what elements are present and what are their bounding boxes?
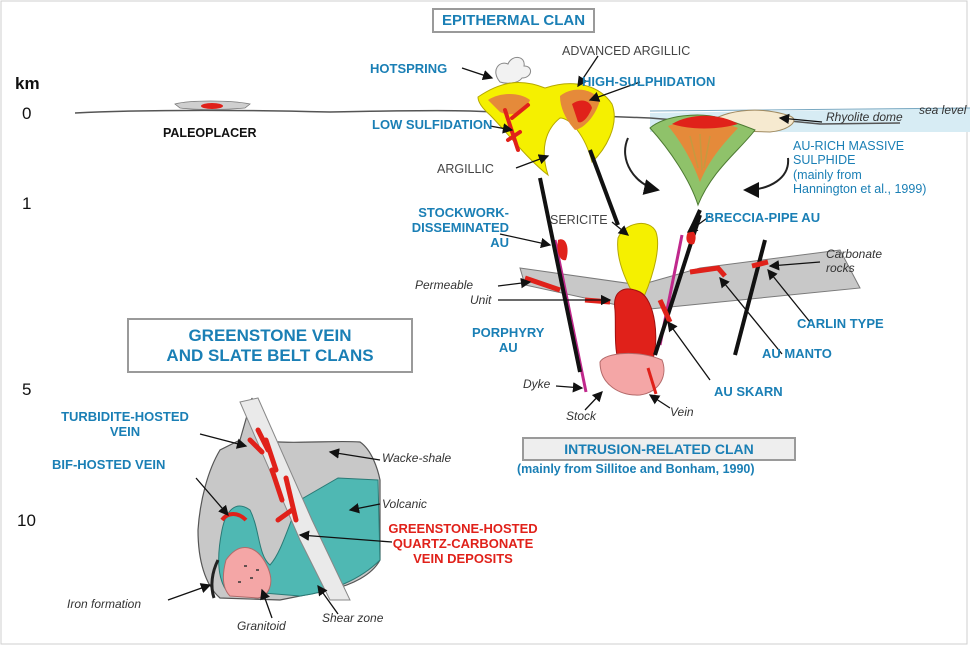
leader-dyke bbox=[556, 386, 582, 388]
label-paleoplacer: PALEOPLACER bbox=[163, 126, 257, 140]
epithermal-clan-title: EPITHERMAL CLAN bbox=[432, 8, 595, 33]
label-low-sulfidation: LOW SULFIDATION bbox=[372, 118, 492, 133]
leader-skarn bbox=[668, 322, 710, 380]
intrusion-clan-title: INTRUSION-RELATED CLAN bbox=[522, 437, 796, 461]
label-unit: Unit bbox=[470, 294, 491, 308]
carbonate-line-1: Carbonate bbox=[826, 248, 882, 262]
turbidite-line-1: TURBIDITE-HOSTED bbox=[52, 410, 198, 425]
greenstone-hosted-line-3: VEIN DEPOSITS bbox=[383, 552, 543, 567]
label-bif-hosted-vein: BIF-HOSTED VEIN bbox=[52, 458, 165, 473]
leader-stock bbox=[585, 392, 602, 410]
leader-vein bbox=[650, 395, 670, 408]
label-sericite: SERICITE bbox=[550, 213, 608, 227]
label-carlin-type: CARLIN TYPE bbox=[797, 317, 884, 332]
leader-iron-formation bbox=[168, 585, 210, 600]
vms-source-line-2: Hannington et al., 1999) bbox=[793, 182, 926, 196]
vms-arrow-left bbox=[625, 138, 658, 190]
breccia-pipe-ore bbox=[686, 231, 695, 244]
depth-tick-0: 0 bbox=[22, 104, 31, 124]
carbonate-line-2: rocks bbox=[826, 262, 882, 276]
label-rhyolite-dome: Rhyolite dome bbox=[826, 111, 903, 125]
label-argillic: ARGILLIC bbox=[437, 162, 494, 176]
label-hotspring: HOTSPRING bbox=[370, 62, 447, 77]
carbonate-rocks bbox=[520, 250, 860, 310]
depth-tick-1: 1 bbox=[22, 194, 31, 214]
stockwork-line-2: DISSEMINATED bbox=[405, 221, 509, 236]
depth-tick-10: 10 bbox=[17, 511, 36, 531]
vms-line-1: AU-RICH MASSIVE bbox=[793, 139, 926, 153]
label-volcanic: Volcanic bbox=[382, 498, 427, 512]
intrusion-source-citation: (mainly from Sillitoe and Bonham, 1990) bbox=[517, 462, 755, 476]
vms-arrow-right bbox=[745, 158, 788, 190]
greenstone-title-line-1: GREENSTONE VEIN bbox=[129, 326, 411, 346]
hotspring-steam bbox=[496, 57, 531, 83]
label-stock: Stock bbox=[566, 410, 596, 424]
label-advanced-argillic: ADVANCED ARGILLIC bbox=[562, 44, 690, 58]
turbidite-line-2: VEIN bbox=[52, 425, 198, 440]
label-shear-zone: Shear zone bbox=[322, 612, 383, 626]
depth-unit: km bbox=[15, 74, 40, 94]
porphyry-line-2: AU bbox=[472, 341, 544, 356]
label-au-rich-massive-sulphide: AU-RICH MASSIVE SULPHIDE (mainly from Ha… bbox=[793, 139, 926, 197]
vms-source-line-1: (mainly from bbox=[793, 168, 926, 182]
label-iron-formation: Iron formation bbox=[67, 598, 141, 612]
label-granitoid: Granitoid bbox=[237, 620, 286, 634]
label-high-sulphidation: HIGH-SULPHIDATION bbox=[582, 75, 715, 90]
greenstone-title-line-2: AND SLATE BELT CLANS bbox=[129, 346, 411, 366]
label-turbidite-hosted-vein: TURBIDITE-HOSTED VEIN bbox=[52, 410, 198, 440]
greenstone-hosted-line-1: GREENSTONE-HOSTED bbox=[383, 522, 543, 537]
label-vein: Vein bbox=[670, 406, 694, 420]
label-breccia-pipe: BRECCIA-PIPE AU bbox=[705, 211, 820, 226]
label-au-skarn: AU SKARN bbox=[714, 385, 783, 400]
label-porphyry: PORPHYRY AU bbox=[472, 326, 544, 356]
stockwork-line-1: STOCKWORK- bbox=[405, 206, 509, 221]
greenstone-clan-title: GREENSTONE VEIN AND SLATE BELT CLANS bbox=[127, 318, 413, 373]
label-stockwork-disseminated: STOCKWORK- DISSEMINATED AU bbox=[405, 206, 509, 251]
label-greenstone-hosted-deposits: GREENSTONE-HOSTED QUARTZ-CARBONATE VEIN … bbox=[383, 522, 543, 567]
stockwork-line-3: AU bbox=[405, 236, 509, 251]
label-permeable: Permeable bbox=[415, 279, 473, 293]
label-wacke-shale: Wacke-shale bbox=[382, 452, 451, 466]
label-au-manto: AU MANTO bbox=[762, 347, 832, 362]
label-sea-level: sea level bbox=[919, 104, 970, 118]
leader-hotspring bbox=[462, 68, 492, 78]
depth-tick-5: 5 bbox=[22, 380, 31, 400]
paleoplacer-ore bbox=[201, 103, 223, 109]
label-carbonate-rocks: Carbonate rocks bbox=[826, 248, 882, 276]
vms-line-2: SULPHIDE bbox=[793, 153, 926, 167]
label-dyke: Dyke bbox=[523, 378, 550, 392]
greenstone-hosted-line-2: QUARTZ-CARBONATE bbox=[383, 537, 543, 552]
porphyry-line-1: PORPHYRY bbox=[472, 326, 544, 341]
